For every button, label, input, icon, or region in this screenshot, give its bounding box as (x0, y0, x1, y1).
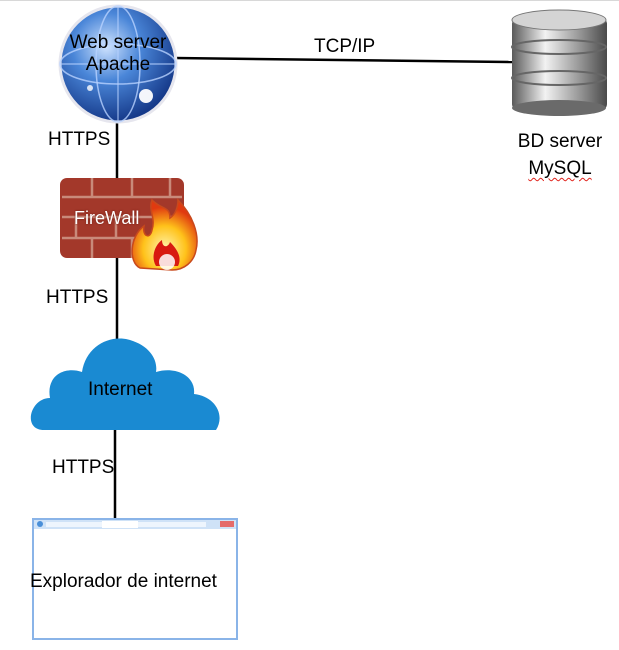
tcpip-label: TCP/IP (314, 36, 376, 57)
web-server-line2: Apache (85, 54, 151, 75)
internet-label: Internet (88, 379, 153, 400)
firewall-label: FireWall (74, 208, 140, 228)
cloud-icon (30, 338, 220, 430)
browser-close-icon (220, 521, 234, 527)
globe-icon (58, 4, 178, 124)
database-icon (511, 9, 607, 116)
connector-web-db (174, 56, 513, 64)
browser-window (32, 518, 238, 640)
browser-titlebar (34, 520, 236, 529)
db-server-line1: BD server (517, 131, 603, 152)
db-server-line2: MySQL (528, 158, 592, 179)
db-server-label: BD server MySQL (500, 128, 619, 182)
web-server-label: Web server Apache (48, 32, 188, 76)
https-label-web-firewall: HTTPS (48, 129, 111, 150)
web-server-line1: Web server (69, 32, 167, 53)
https-label-internet-browser: HTTPS (52, 457, 115, 478)
browser-active-tab (102, 521, 138, 528)
firewall-icon (60, 178, 198, 271)
https-label-firewall-internet: HTTPS (46, 287, 109, 308)
browser-app-icon (37, 521, 43, 527)
browser-label: Explorador de internet (30, 571, 217, 592)
top-border (0, 0, 619, 1)
